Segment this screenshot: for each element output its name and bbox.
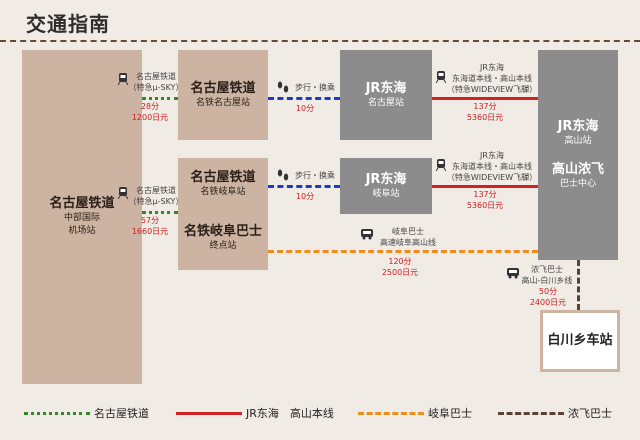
route-nohi-bus-info: 浓飞巴士 高山-白川乡线: [518, 264, 576, 286]
route-walk-gifu-minutes: 10分: [295, 192, 315, 201]
node-meitetsu-gifu-sub: 名铁岐阜站: [200, 186, 246, 197]
node-takayama-sub2: 巴士中心: [559, 179, 596, 189]
node-meitetsu-nagoya-sub: 名铁名古屋站: [195, 97, 250, 108]
route-jr-gifu-cost: 137分 5360日元: [455, 189, 515, 211]
legend-swatch-jr: [176, 412, 242, 415]
walk-icon: [277, 81, 289, 93]
route-jr-gifu-line: 东海道本线・高山本线: [452, 162, 532, 171]
route-walk-gifu-label: 步行・换乘: [295, 171, 335, 180]
node-takayama-sub1: 高山站: [564, 136, 592, 146]
legend-label-jr: JR东海 高山本线: [246, 407, 334, 420]
title-divider: [0, 40, 640, 42]
route-line-walk-gifu: [268, 185, 340, 188]
route-jr-nagoya-cost: 137分 5360日元: [455, 101, 515, 123]
route-line-nohi-bus: [577, 260, 580, 310]
node-gifu-bus-name: 名铁岐阜巴士: [183, 223, 262, 239]
legend-label-meitetsu: 名古屋铁道: [94, 407, 149, 420]
node-takayama-name2: 高山浓飞: [551, 162, 604, 177]
route-line-chubu-nagoya: [142, 97, 178, 100]
route-jr-gifu-minutes: 137分: [473, 190, 497, 199]
route-line-jr-gifu: [432, 185, 538, 188]
page-title: 交通指南: [26, 12, 110, 36]
route-nohi-bus-fare: 2400日元: [529, 298, 567, 307]
route-gifu-bus-line: 高速岐阜高山线: [380, 238, 436, 247]
route-walk-nagoya-label: 步行・换乘: [295, 83, 335, 92]
route-gifu-bus-cost: 120分 2500日元: [370, 256, 430, 278]
legend-swatch-gifu-bus: [358, 412, 424, 415]
route-jr-gifu-company: JR东海: [480, 151, 504, 160]
route-nohi-bus-cost: 50分 2400日元: [520, 286, 576, 308]
node-gifu-bus-terminal: 名铁岐阜巴士 终点站: [178, 218, 268, 258]
route-chubu-gifu-cost: 57分 1660日元: [120, 215, 180, 237]
legend-swatch-meitetsu: [24, 412, 90, 415]
node-meitetsu-nagoya-name: 名古屋铁道: [190, 80, 256, 96]
bus-icon: [361, 229, 373, 240]
route-jr-nagoya-company: JR东海: [480, 63, 504, 72]
train-icon: [436, 159, 446, 172]
route-jr-gifu-train: （特急WIDEVIEW飞驒）: [446, 173, 538, 182]
node-takayama: JR东海 高山站 高山浓飞 巴士中心: [538, 50, 618, 260]
node-jr-nagoya-sub: 名古屋站: [367, 97, 404, 108]
legend-label-nohi-bus: 浓飞巴士: [568, 407, 612, 420]
node-meitetsu-gifu: 名古屋铁道 名铁岐阜站: [178, 164, 268, 204]
route-jr-nagoya-minutes: 137分: [473, 102, 497, 111]
route-line-gifu-bus: [268, 250, 538, 253]
route-chubu-gifu-info: 名古屋铁道 （特急μ-SKY）: [128, 185, 184, 207]
route-jr-nagoya-train: （特急WIDEVIEW飞驒）: [446, 85, 538, 94]
node-shirakawa: 白川乡车站: [540, 310, 620, 372]
node-chubu-sub1: 中部国际: [63, 213, 100, 223]
train-icon: [118, 73, 128, 86]
node-chubu-airport: 名古屋铁道 中部国际 机场站: [22, 50, 142, 384]
node-gifu-bus-sub: 终点站: [209, 240, 237, 251]
route-chubu-nagoya-cost: 28分 1200日元: [120, 101, 180, 123]
route-chubu-nagoya-line: 名古屋铁道: [136, 72, 176, 81]
route-gifu-bus-minutes: 120分: [388, 257, 412, 266]
route-jr-gifu-fare: 5360日元: [466, 201, 504, 210]
node-takayama-name1: JR东海: [557, 119, 599, 134]
route-jr-gifu-info: JR东海 东海道本线・高山本线 （特急WIDEVIEW飞驒）: [446, 150, 538, 183]
node-chubu-sub2: 机场站: [68, 226, 96, 236]
route-gifu-bus-fare: 2500日元: [381, 268, 419, 277]
route-jr-nagoya-line: 东海道本线・高山本线: [452, 74, 532, 83]
route-walk-nagoya-minutes: 10分: [295, 104, 315, 113]
route-line-walk-nagoya: [268, 97, 340, 100]
node-chubu-name: 名古屋铁道: [49, 196, 115, 211]
node-meitetsu-nagoya: 名古屋铁道 名铁名古屋站: [178, 50, 268, 140]
node-jr-gifu: JR东海 岐阜站: [340, 158, 432, 214]
train-icon: [436, 71, 446, 84]
route-nohi-bus-line: 高山-白川乡线: [521, 276, 573, 285]
route-gifu-bus-info: 岐阜巴士 高速岐阜高山线: [376, 226, 440, 248]
legend-label-gifu-bus: 岐阜巴士: [428, 407, 472, 420]
route-chubu-nagoya-train: （特急μ-SKY）: [128, 83, 184, 92]
route-jr-nagoya-fare: 5360日元: [466, 113, 504, 122]
node-gifu-group: 名古屋铁道 名铁岐阜站 名铁岐阜巴士 终点站: [178, 158, 268, 270]
bus-icon: [507, 268, 519, 279]
node-jr-gifu-name: JR东海: [365, 171, 407, 187]
train-icon: [118, 187, 128, 200]
route-chubu-gifu-minutes: 57分: [140, 216, 160, 225]
route-line-chubu-gifu: [142, 211, 178, 214]
route-line-jr-nagoya: [432, 97, 538, 100]
node-meitetsu-gifu-name: 名古屋铁道: [190, 169, 256, 185]
route-chubu-nagoya-info: 名古屋铁道 （特急μ-SKY）: [128, 71, 184, 93]
node-jr-nagoya-name: JR东海: [365, 80, 407, 96]
route-chubu-nagoya-minutes: 28分: [140, 102, 160, 111]
legend-swatch-nohi-bus: [498, 412, 564, 415]
route-chubu-nagoya-fare: 1200日元: [131, 113, 169, 122]
walk-icon: [277, 169, 289, 181]
node-jr-nagoya: JR东海 名古屋站: [340, 50, 432, 140]
node-jr-gifu-sub: 岐阜站: [372, 188, 400, 199]
route-nohi-bus-minutes: 50分: [538, 287, 558, 296]
route-nohi-bus-company: 浓飞巴士: [531, 265, 563, 274]
route-chubu-gifu-train: （特急μ-SKY）: [128, 197, 184, 206]
route-jr-nagoya-info: JR东海 东海道本线・高山本线 （特急WIDEVIEW飞驒）: [446, 62, 538, 95]
route-gifu-bus-company: 岐阜巴士: [392, 227, 424, 236]
route-chubu-gifu-fare: 1660日元: [131, 227, 169, 236]
node-shirakawa-name: 白川乡车站: [547, 333, 613, 348]
route-chubu-gifu-line: 名古屋铁道: [136, 186, 176, 195]
